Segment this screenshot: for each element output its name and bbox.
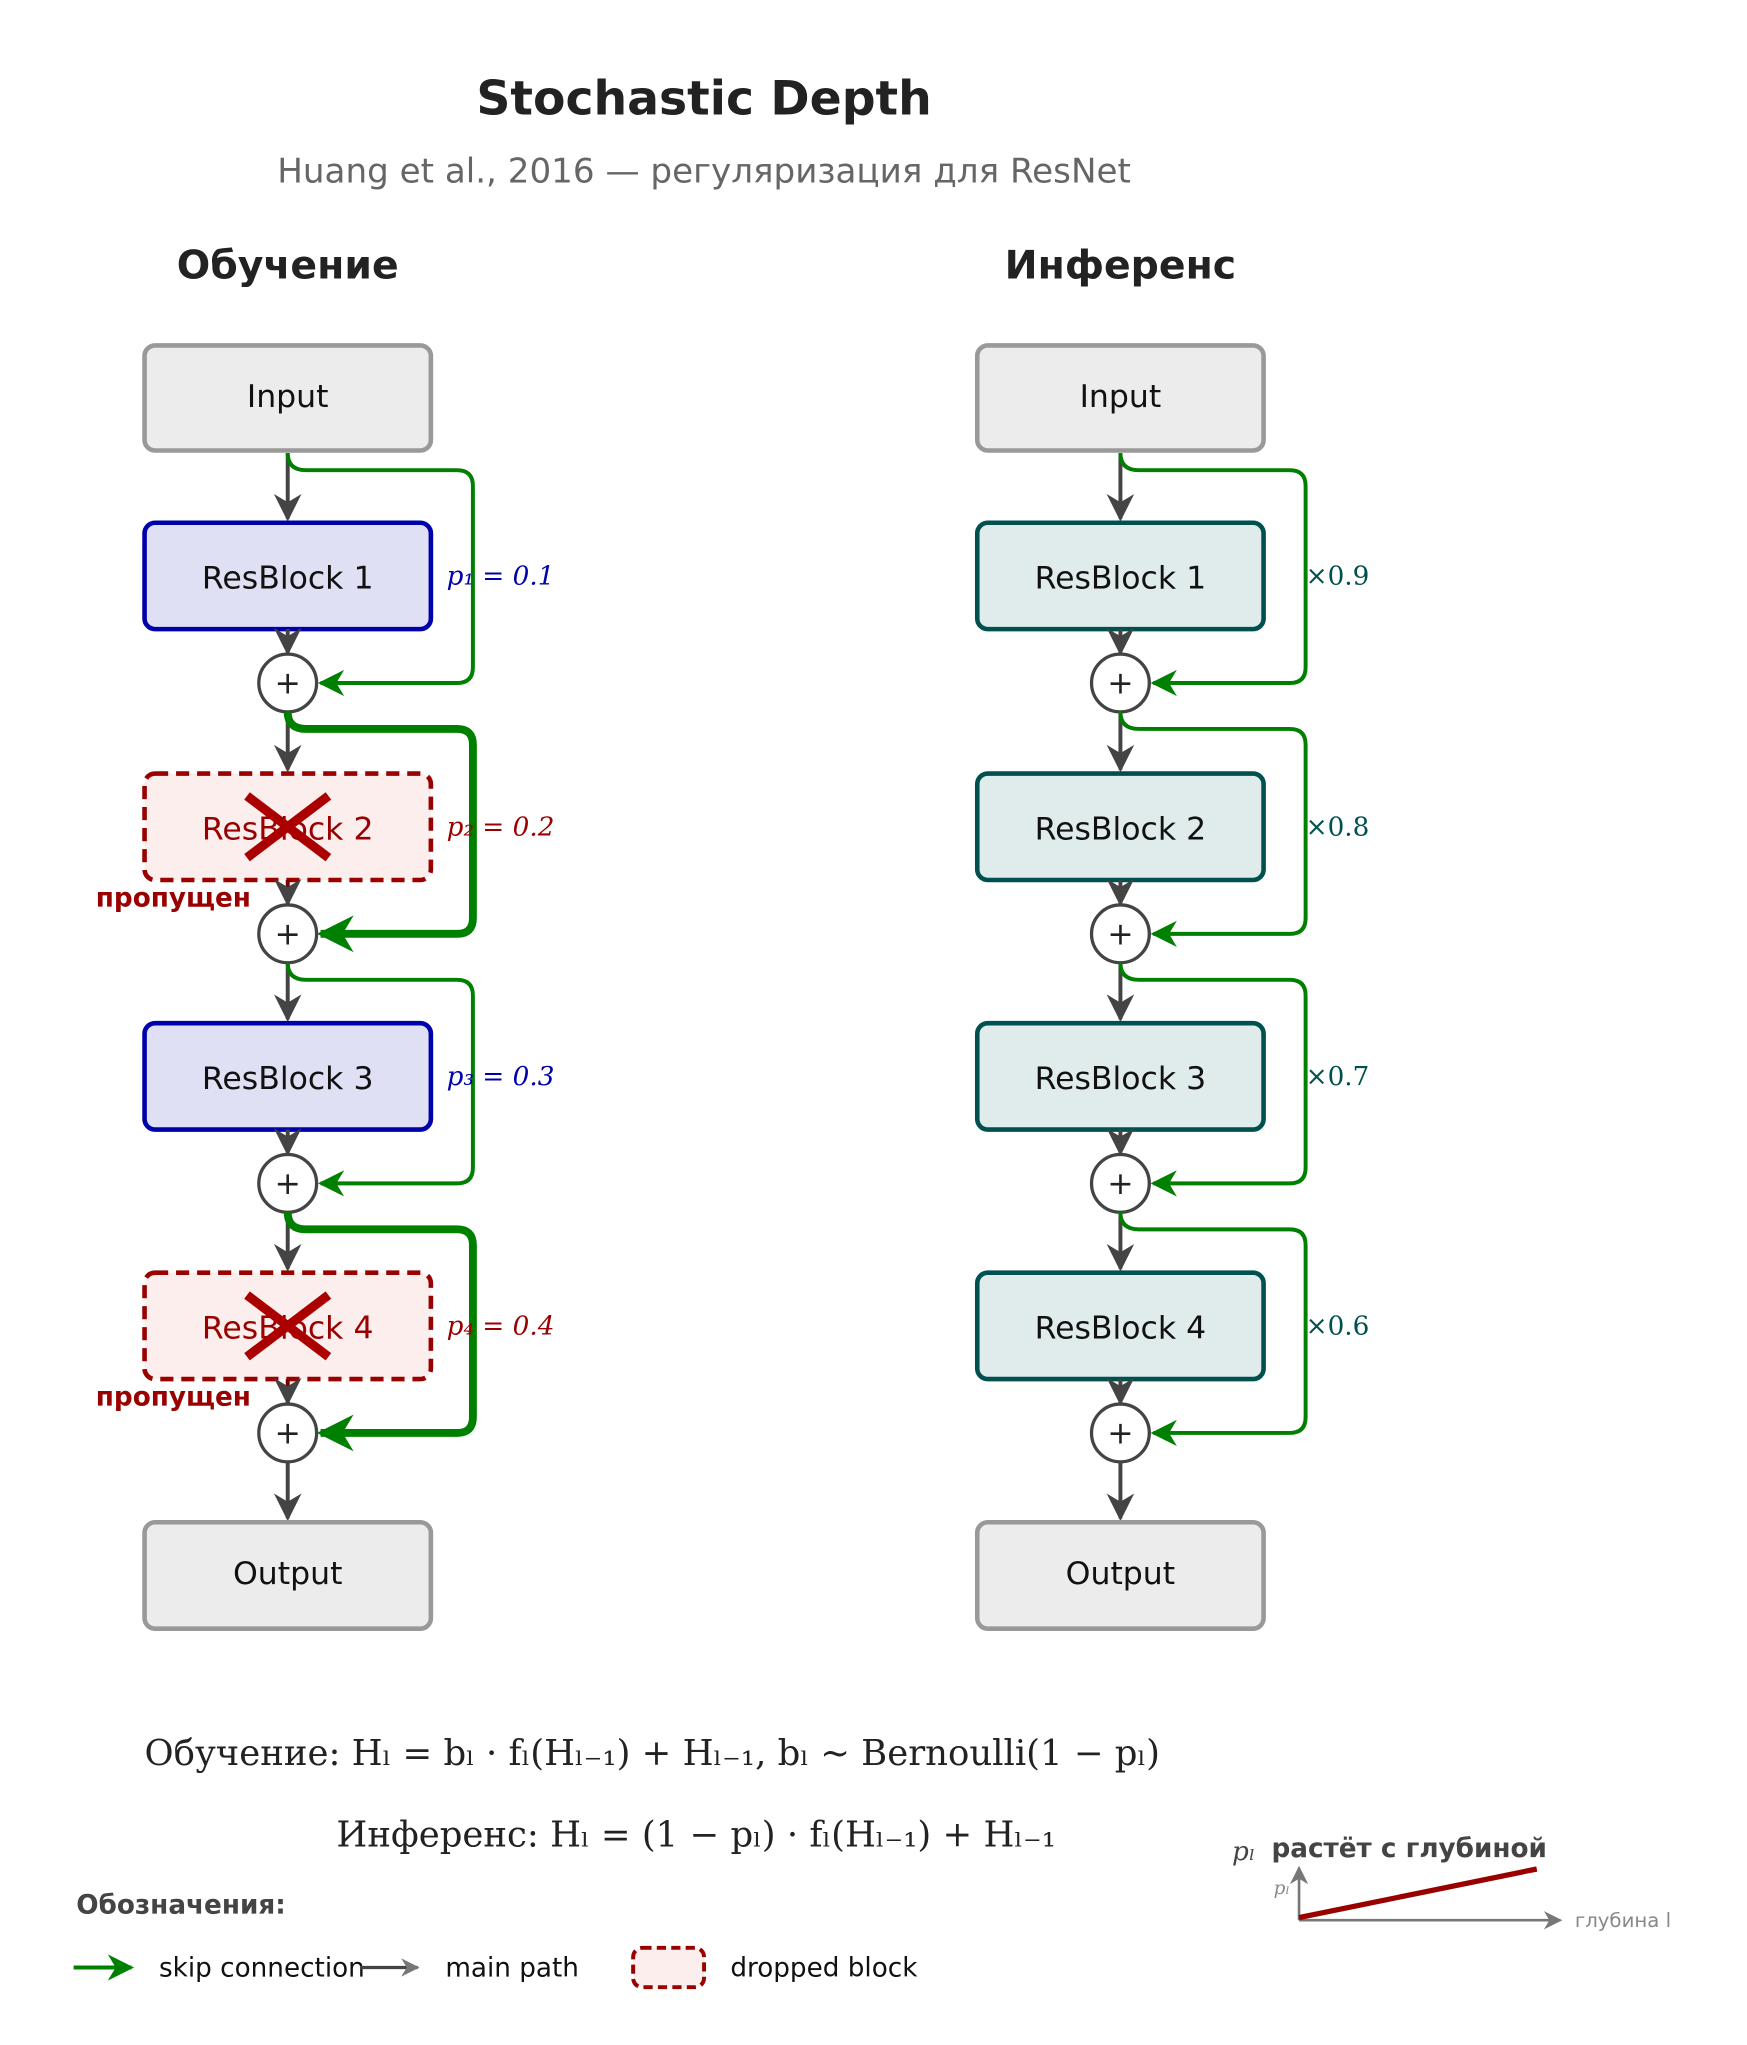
plus-icon: + [1107,1415,1133,1451]
inset-y-axis-small: pₗ [1274,1878,1290,1899]
skip-connection-arrow [283,1212,477,1452]
plus-icon: + [1107,665,1133,701]
inference-input-label: Input [1080,379,1162,415]
drop-probability-label: p₁ = 0.1 [447,561,555,591]
training-output-box [142,1519,434,1631]
scale-factor-label: ×0.6 [1306,1311,1370,1341]
dropped-label: пропущен [96,1382,251,1412]
scale-factor-label: ×0.9 [1306,561,1370,591]
skip-connection-arrow [285,453,475,697]
resblock-label: ResBlock 2 [1035,811,1207,847]
skip-connection-arrow [1118,711,1308,947]
resblock-label: ResBlock 3 [202,1061,374,1097]
training-formula: Обучение: Hₗ = bₗ · fₗ(Hₗ₋₁) + Hₗ₋₁, bₗ … [145,1733,1160,1774]
inference-input-box [974,343,1266,453]
plus-icon: + [275,665,301,701]
drop-probability-label: p₃ = 0.3 [447,1062,555,1092]
diagram-title: Stochastic Depth [476,71,931,126]
skip-connection-arrow [283,711,477,953]
legend-label-skip: skip connection [159,1954,365,1984]
dropped-block-legend-icon [631,1945,707,1990]
inset-title: растёт с глубиной [1271,1834,1546,1864]
resblock-label: ResBlock 1 [1035,560,1207,596]
legend: Обозначения: skip connection main path d… [73,1891,918,1990]
drop-probability-label: p₂ = 0.2 [447,812,555,842]
inference-output-box [974,1519,1266,1631]
legend-title: Обозначения: [76,1891,285,1921]
skip-connection-arrow [285,962,475,1197]
skip-connection-arrow [1118,453,1308,697]
resblock-label: ResBlock 1 [202,560,374,596]
depth-inset: pₗ pₗ растёт с глубиной глубина l [1232,1834,1671,1932]
legend-label-dropped: dropped block [730,1954,918,1984]
plus-icon: + [1107,1166,1133,1202]
diagram-subtitle: Huang et al., 2016 — регуляризация для R… [277,152,1131,192]
plus-icon: + [275,916,301,952]
plus-icon: + [1107,916,1133,952]
inference-formula: Инференс: Hₗ = (1 − pₗ) · fₗ(Hₗ₋₁) + Hₗ₋… [336,1815,1056,1856]
training-input-label: Input [247,379,329,415]
training-heading: Обучение [177,242,399,288]
drop-cross-icon [244,792,332,862]
plus-icon: + [275,1166,301,1202]
dropped-label: пропущен [96,883,251,913]
legend-label-main: main path [445,1954,579,1984]
scale-factor-label: ×0.7 [1306,1062,1370,1092]
resblock-label: ResBlock 3 [1035,1061,1207,1097]
skip-connection-arrow [1118,1212,1308,1447]
inset-y-label: pₗ [1232,1837,1255,1867]
training-input-box [142,343,434,453]
drop-cross-icon [244,1291,332,1361]
inference-heading: Инференс [1005,242,1236,288]
inference-output-label: Output [1066,1556,1175,1592]
inset-trend-line [1298,1866,1538,1921]
scale-factor-label: ×0.8 [1306,812,1370,842]
resblock-label: ResBlock 4 [1035,1310,1207,1346]
drop-probability-label: p₄ = 0.4 [447,1311,555,1341]
skip-connection-arrow [1118,962,1308,1197]
training-output-label: Output [233,1556,342,1592]
inset-x-label: глубина l [1575,1909,1671,1932]
plus-icon: + [275,1415,301,1451]
